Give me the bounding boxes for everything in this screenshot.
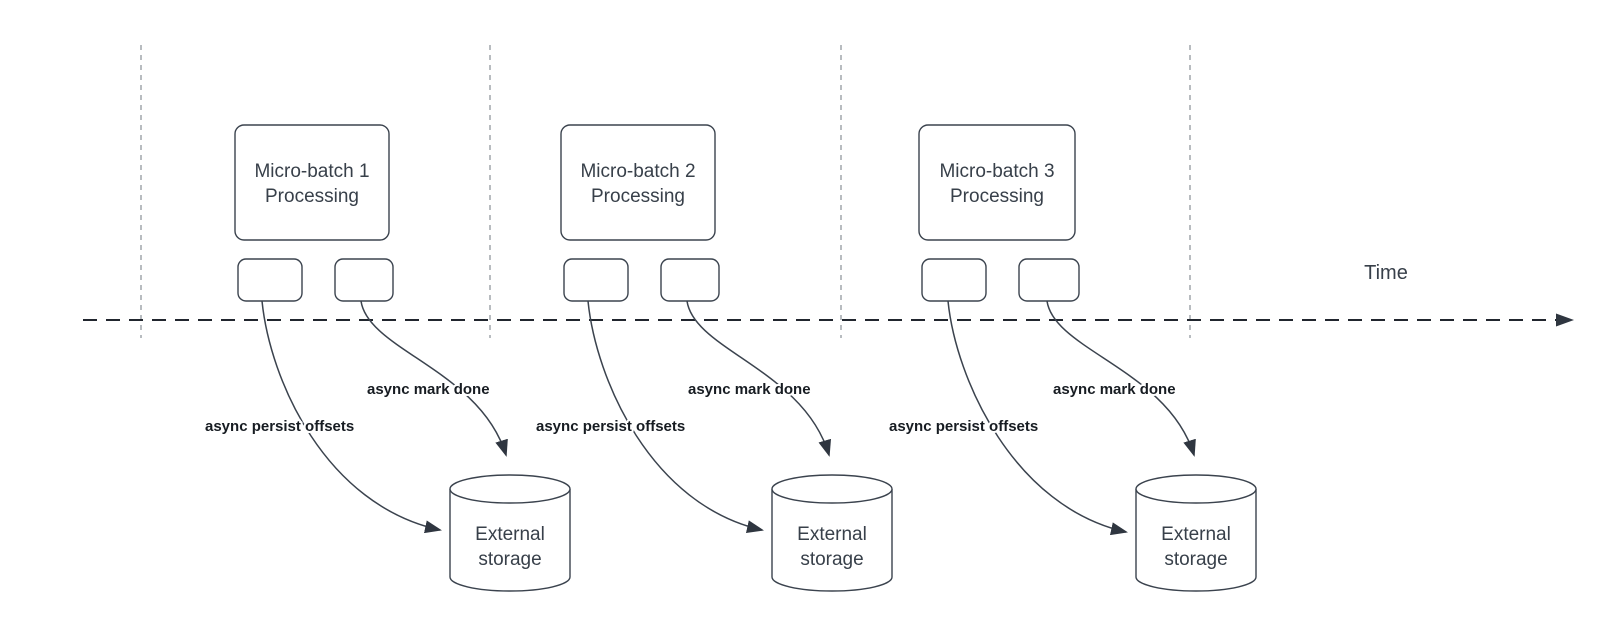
cylinder-body-2: [771, 474, 893, 592]
storage-label-2-line2: storage: [800, 549, 863, 570]
batch-1: Micro-batch 1 Processing async persist o…: [203, 124, 571, 592]
processing-box-3-title-line2: Processing: [950, 186, 1044, 207]
processing-box-3: [918, 124, 1076, 241]
external-storage-cylinder-3: External storage: [1135, 474, 1257, 592]
persist-offsets-arrow-1: [261, 300, 442, 534]
done-task-box-2: [660, 258, 720, 302]
persist-offsets-label-1: async persist offsets: [205, 418, 354, 435]
mark-done-label-2: async mark done: [688, 381, 811, 398]
cylinder-rim-3: [1135, 488, 1257, 504]
storage-label-1-line2: storage: [478, 549, 541, 570]
done-task-box-1: [334, 258, 394, 302]
external-storage-cylinder-1: External storage: [449, 474, 571, 592]
processing-box-1: [234, 124, 390, 241]
offset-task-box-1: [237, 258, 303, 302]
external-storage-cylinder-2: External storage: [771, 474, 893, 592]
time-axis: Time: [83, 262, 1574, 327]
processing-box-2-title-line2: Processing: [591, 186, 685, 207]
processing-box-1-title-line1: Micro-batch 1: [254, 161, 369, 182]
mark-done-label-1: async mark done: [367, 381, 490, 398]
processing-box-2: [560, 124, 716, 241]
offset-task-box-3: [921, 258, 987, 302]
mark-done-arrow-1: [360, 300, 508, 457]
done-task-box-3: [1018, 258, 1080, 302]
processing-box-1-title-line2: Processing: [265, 186, 359, 207]
mark-done-arrow-3: [1046, 300, 1196, 457]
batch-3: Micro-batch 3 Processing async persist o…: [887, 124, 1257, 592]
storage-label-3-line2: storage: [1164, 549, 1227, 570]
mark-done-arrow-2: [686, 300, 831, 457]
time-axis-label: Time: [1364, 262, 1408, 284]
mark-done-label-3: async mark done: [1053, 381, 1176, 398]
storage-label-3-line1: External: [1161, 524, 1231, 545]
storage-label-2-line1: External: [797, 524, 867, 545]
batch-2: Micro-batch 2 Processing async persist o…: [534, 124, 893, 592]
persist-offsets-label-2: async persist offsets: [536, 418, 685, 435]
persist-offsets-arrow-3: [947, 300, 1128, 536]
cylinder-body-1: [449, 474, 571, 592]
cylinder-rim-1: [449, 488, 571, 504]
persist-offsets-arrow-2: [587, 300, 764, 534]
persist-offsets-label-3: async persist offsets: [889, 418, 1038, 435]
processing-box-2-title-line1: Micro-batch 2: [580, 161, 695, 182]
cylinder-rim-2: [771, 488, 893, 504]
offset-task-box-2: [563, 258, 629, 302]
cylinder-body-3: [1135, 474, 1257, 592]
interval-guides: [140, 45, 1191, 338]
processing-box-3-title-line1: Micro-batch 3: [939, 161, 1054, 182]
storage-label-1-line1: External: [475, 524, 545, 545]
